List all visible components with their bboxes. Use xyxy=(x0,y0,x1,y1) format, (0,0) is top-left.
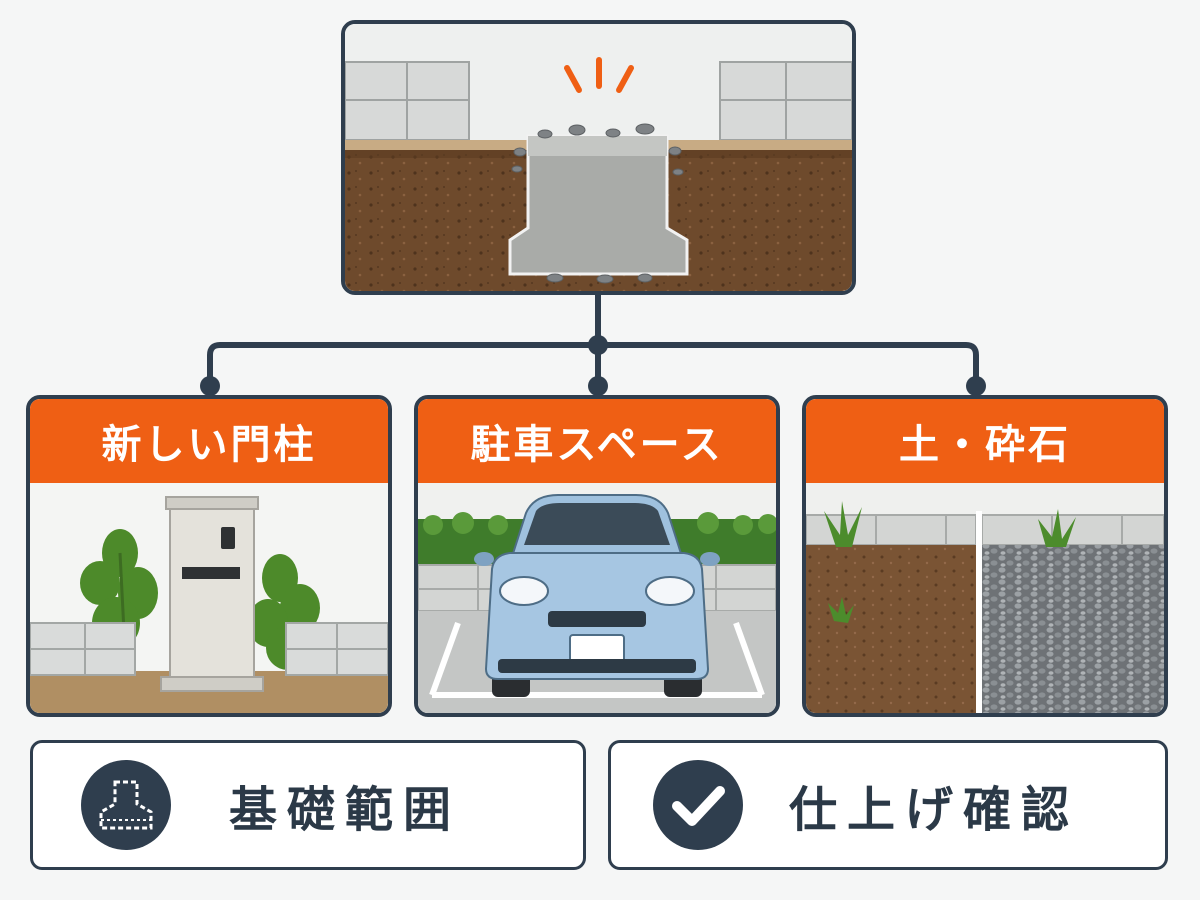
card-new-gate-post: 新しい門柱 xyxy=(26,395,392,717)
soil-gravel-illustration xyxy=(806,483,1164,713)
chip-label: 仕上げ確認 xyxy=(789,782,1080,838)
foundation-removal-illustration xyxy=(341,20,856,295)
card-title: 駐車スペース xyxy=(418,399,776,483)
finish-check-chip: 仕上げ確認 xyxy=(608,740,1168,870)
card-title: 土・砕石 xyxy=(806,399,1164,483)
chip-label: 基礎範囲 xyxy=(229,782,462,838)
gate-post-illustration xyxy=(30,483,388,713)
card-soil-gravel: 土・砕石 xyxy=(802,395,1168,717)
check-circle-icon xyxy=(653,760,743,850)
parking-illustration xyxy=(418,483,776,713)
foundation-range-chip: 基礎範囲 xyxy=(30,740,586,870)
foundation-outline-icon xyxy=(81,760,171,850)
card-parking-space: 駐車スペース xyxy=(414,395,780,717)
card-title: 新しい門柱 xyxy=(30,399,388,483)
